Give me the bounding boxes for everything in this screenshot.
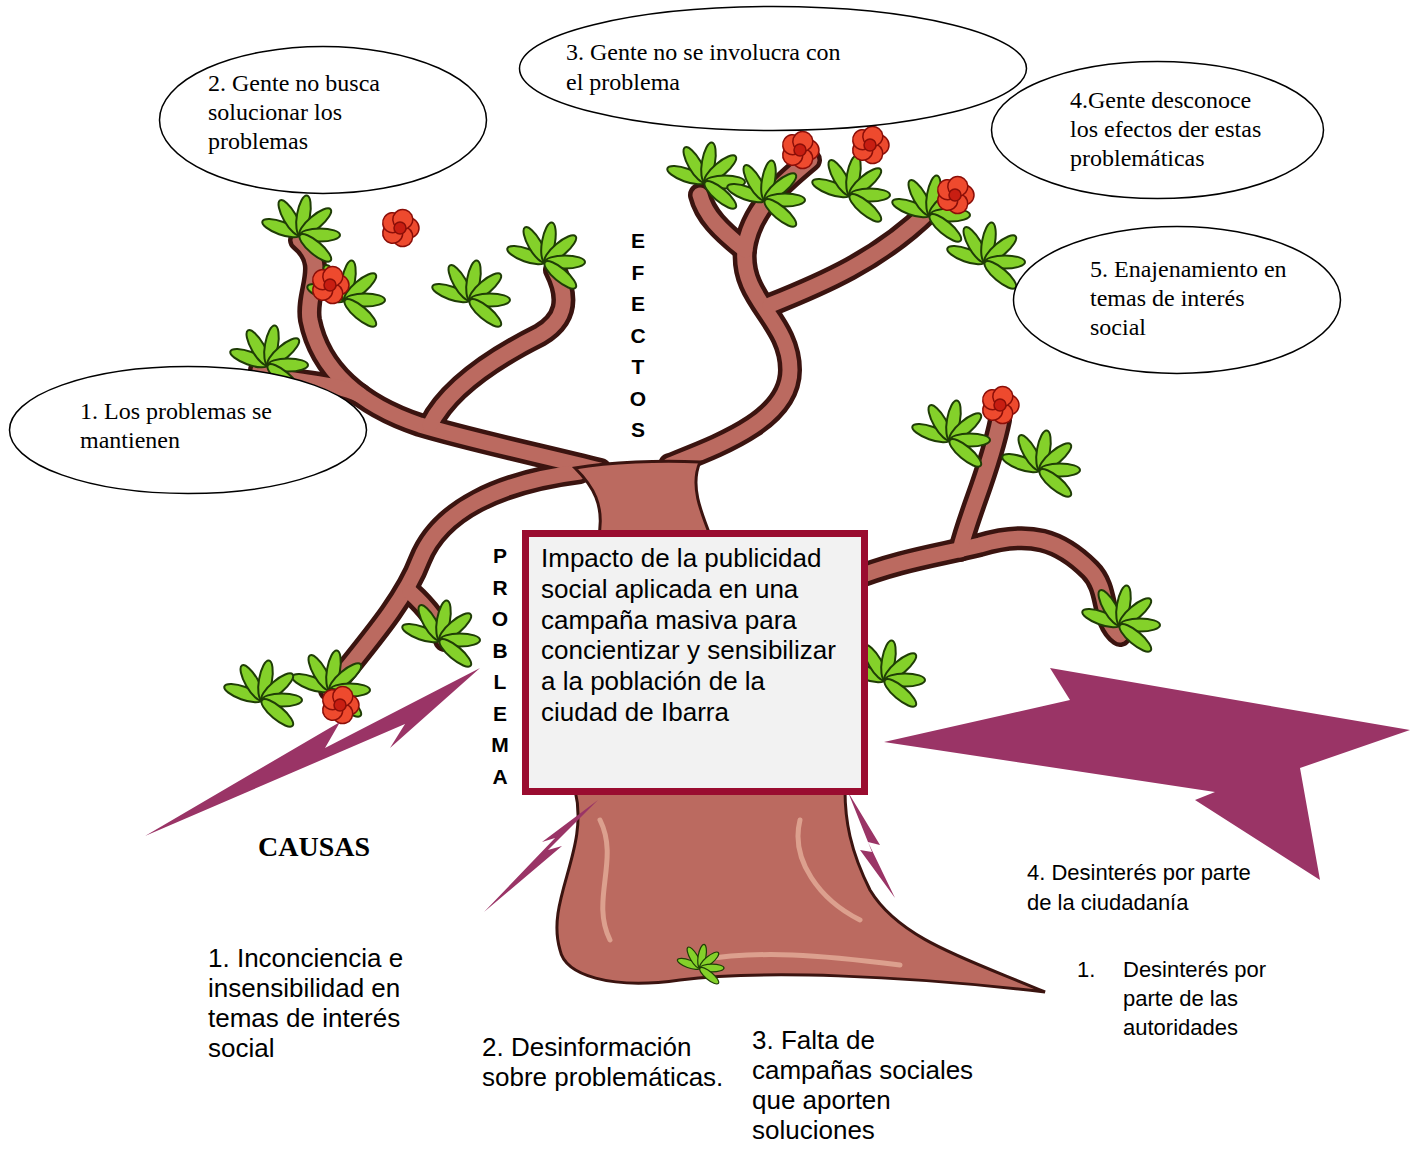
cause-text: 4. Desinterés por parte de la ciudadanía xyxy=(1027,858,1277,918)
ellipse-outline xyxy=(160,47,487,194)
cause-text: 3. Falta de campañas sociales que aporte… xyxy=(752,1025,984,1145)
cause-text: 2. Desinformación sobre problemáticas. xyxy=(482,1032,737,1092)
effect-ellipse: 3. Gente no se involucra con el problema xyxy=(518,5,1028,132)
cause-text: Desinterés por parte de las autoridades xyxy=(1123,955,1293,1042)
cause-text: 1. Inconciencia e insensibilidad en tema… xyxy=(208,943,423,1063)
section-title: CAUSAS xyxy=(258,830,370,864)
ellipse-outline xyxy=(10,367,367,494)
effect-ellipse: 1. Los problemas se mantienen xyxy=(8,365,368,495)
effect-ellipse: 2. Gente no busca solucionar los problem… xyxy=(158,45,488,195)
trunk-base xyxy=(557,790,1045,992)
ellipse-outline xyxy=(520,7,1027,131)
ellipse-outline xyxy=(1014,227,1341,374)
effect-text: 5. Enajenamiento en temas de interés soc… xyxy=(1090,255,1295,342)
effect-text: 4.Gente desconoce los efectos der estas … xyxy=(1070,86,1275,173)
effect-ellipse: 4.Gente desconoce los efectos der estas … xyxy=(990,60,1325,200)
effect-ellipse: 5. Enajenamiento en temas de interés soc… xyxy=(1012,225,1342,375)
list-number: 1. xyxy=(1077,955,1095,984)
grass-tuft xyxy=(676,944,724,987)
effect-text: 2. Gente no busca solucionar los problem… xyxy=(208,69,393,156)
trunk-top xyxy=(575,461,712,540)
problem-box: Impacto de la publicidad social aplicada… xyxy=(522,530,868,795)
problem-text: Impacto de la publicidad social aplicada… xyxy=(541,543,841,728)
ellipse-outline xyxy=(992,62,1324,199)
ellipse-outline xyxy=(518,5,1028,132)
section-title: EFECTOS xyxy=(627,225,649,446)
trunk-highlight xyxy=(600,820,900,965)
effect-text: 3. Gente no se involucra con el problema xyxy=(566,37,856,97)
effect-text: 1. Los problemas se mantienen xyxy=(80,397,285,455)
ellipse-outline xyxy=(8,365,368,495)
section-title: PROBLEMA xyxy=(489,540,511,792)
